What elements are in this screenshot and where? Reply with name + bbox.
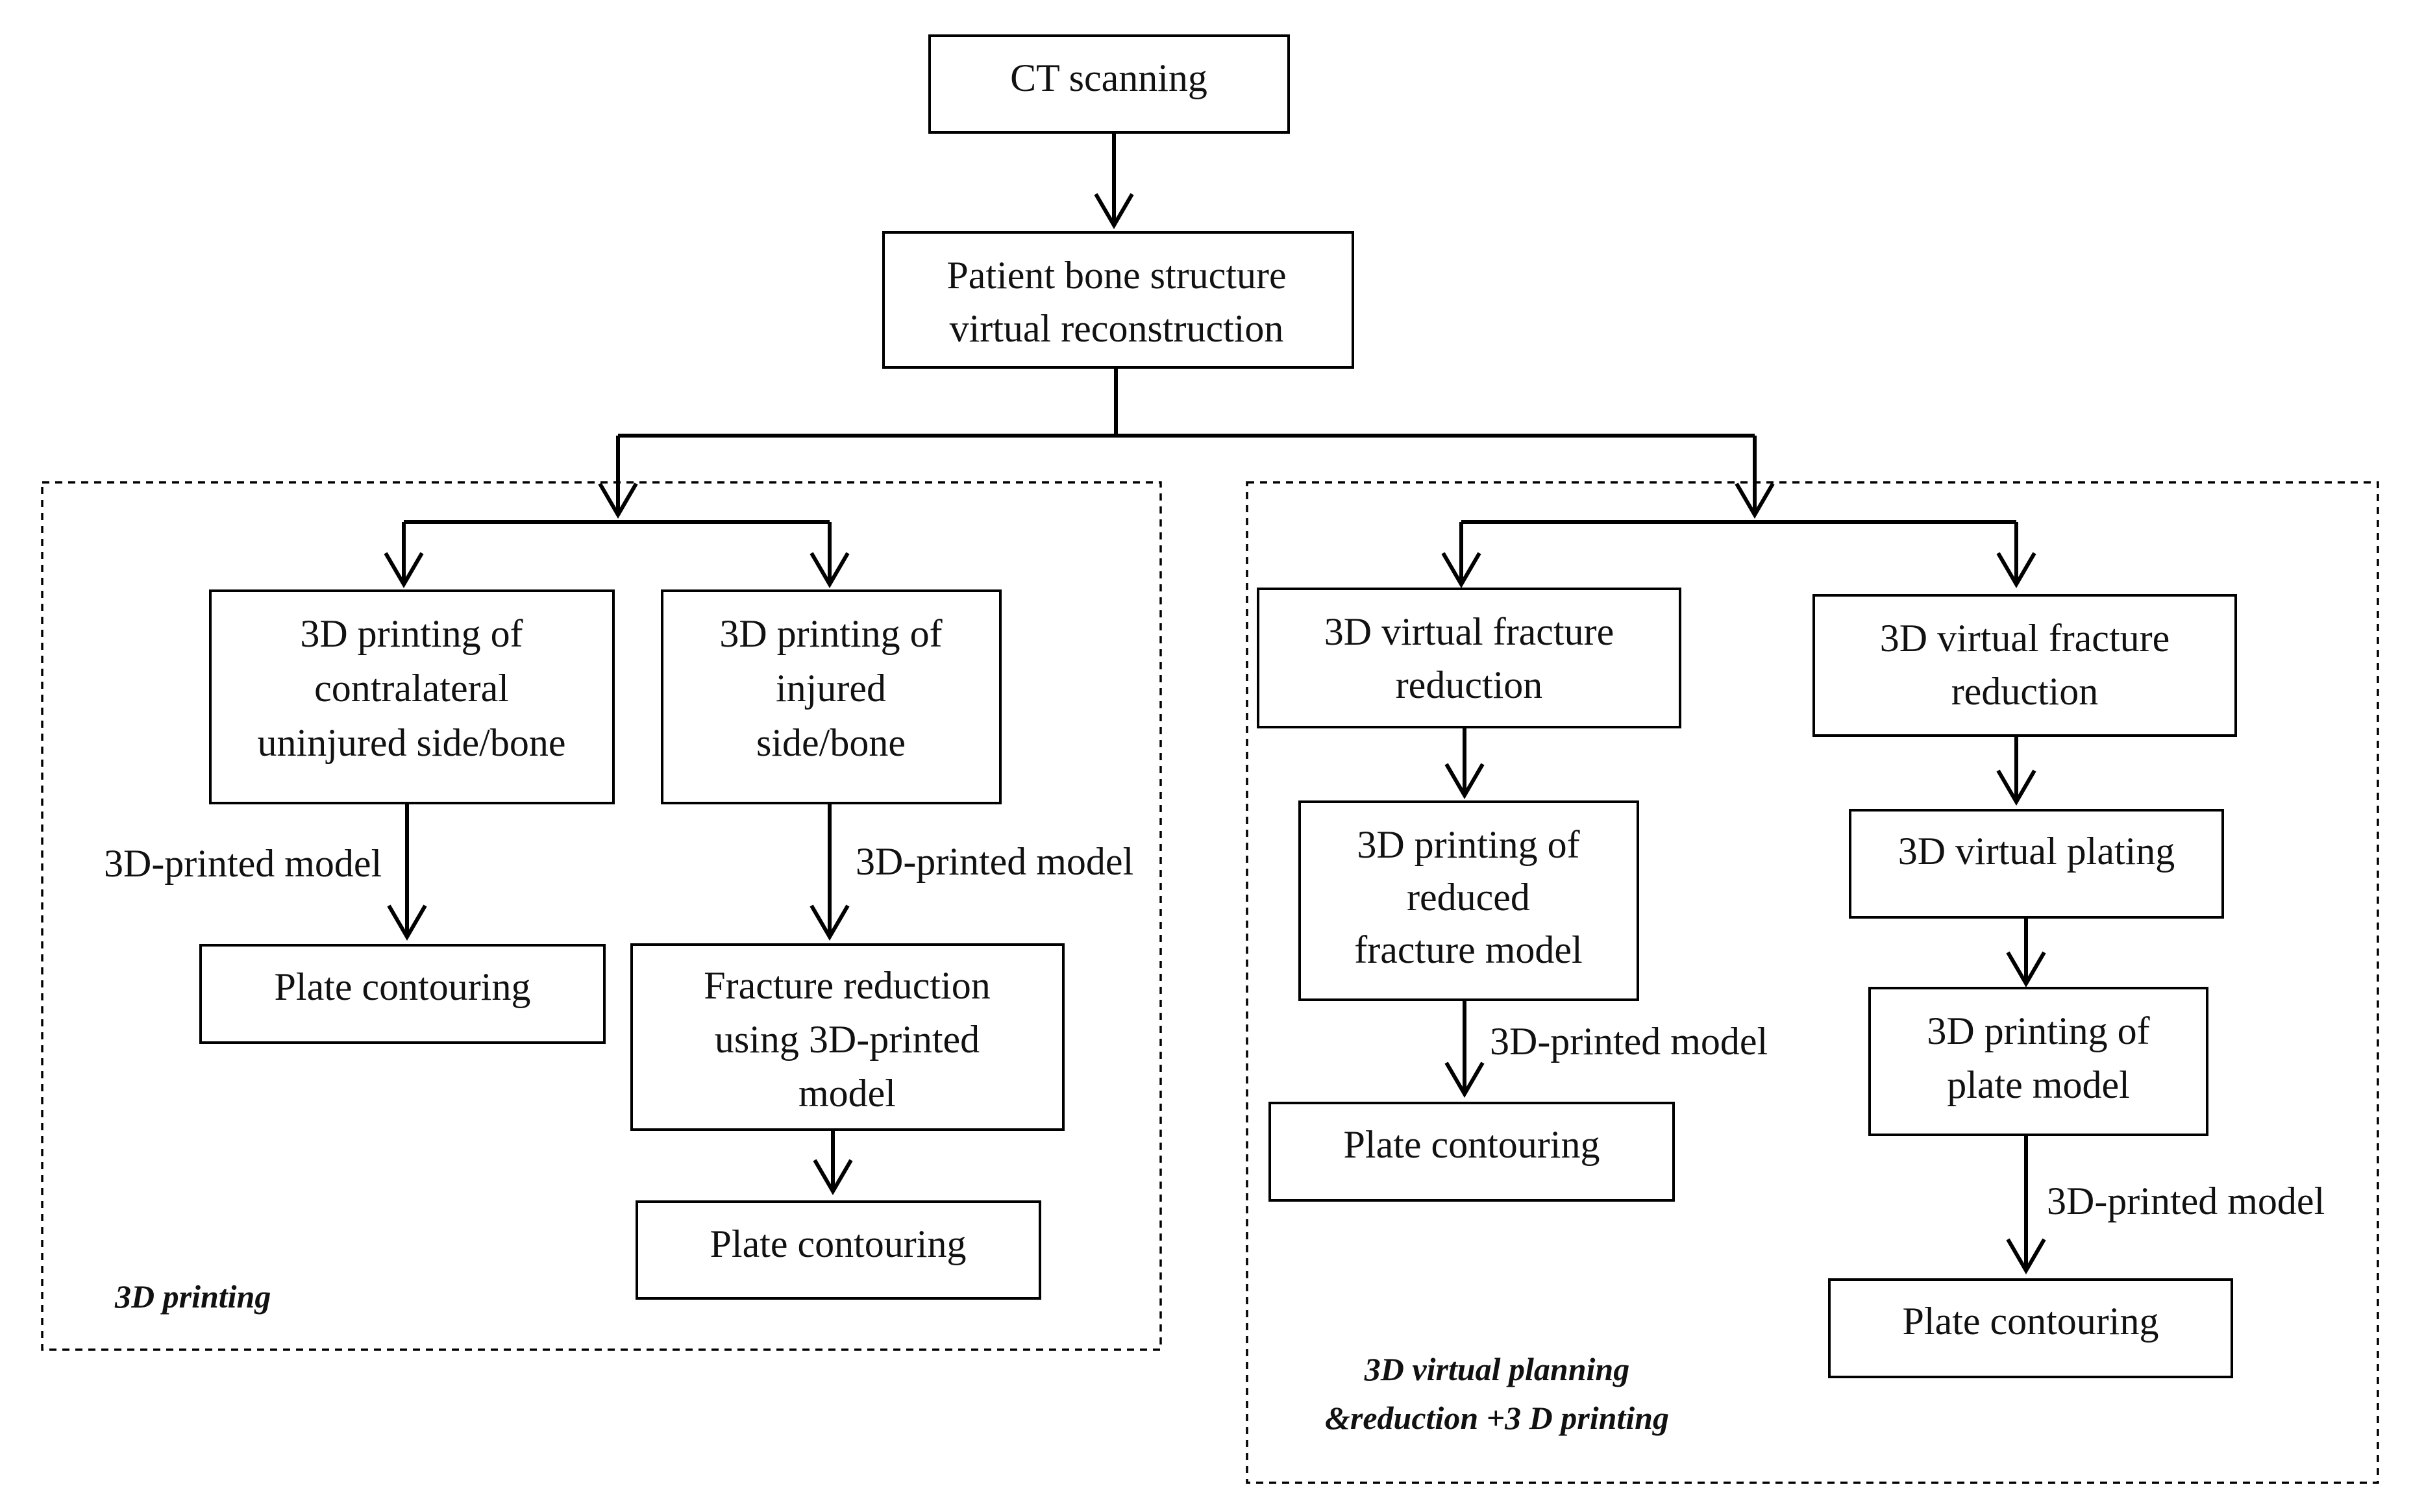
group-label-virtual-planning-line2: &reduction +3 D printing <box>1325 1400 1669 1436</box>
svg-text:3D printing of: 3D printing of <box>1357 823 1579 866</box>
node-virtual-plating: 3D virtual plating <box>1849 809 2224 919</box>
node-print-reduced-model: 3D printing of reduced fracture model <box>1298 800 1639 1001</box>
node-ct-scanning: CT scanning <box>928 34 1290 134</box>
svg-text:reduction: reduction <box>1396 663 1543 706</box>
connectors <box>402 132 2028 1269</box>
svg-text:using 3D-printed: using 3D-printed <box>715 1018 980 1061</box>
node-virtual-reduction-a: 3D virtual fracture reduction <box>1257 588 1681 728</box>
svg-text:contralateral: contralateral <box>314 667 509 710</box>
group-label-virtual-planning: 3D virtual planning <box>1364 1351 1629 1387</box>
svg-text:reduced: reduced <box>1407 876 1530 919</box>
group-virtual-planning <box>1246 481 2379 1484</box>
edge-label-contralateral: 3D-printed model <box>104 842 382 885</box>
node-plate-contouring-2: Plate contouring <box>636 1200 1041 1300</box>
svg-text:CT scanning: CT scanning <box>1010 56 1207 99</box>
svg-text:3D printing of: 3D printing of <box>719 612 942 655</box>
svg-text:3D virtual fracture: 3D virtual fracture <box>1324 610 1614 653</box>
svg-text:3D virtual plating: 3D virtual plating <box>1898 830 2175 873</box>
svg-text:side/bone: side/bone <box>756 721 906 764</box>
group-3d-printing <box>41 481 1162 1351</box>
node-print-injured: 3D printing of injured side/bone <box>661 589 1002 804</box>
svg-text:reduction: reduction <box>1951 670 2099 713</box>
edge-label-plate: 3D-printed model <box>2047 1180 2325 1222</box>
node-plate-contouring-4: Plate contouring <box>1828 1278 2233 1378</box>
node-virtual-reconstruction: Patient bone structure virtual reconstru… <box>882 231 1354 369</box>
edge-label-injured: 3D-printed model <box>856 840 1133 883</box>
svg-text:injured: injured <box>776 667 886 710</box>
svg-text:fracture model: fracture model <box>1354 928 1582 971</box>
svg-text:3D printing of: 3D printing of <box>300 612 523 655</box>
svg-text:virtual reconstruction: virtual reconstruction <box>950 307 1284 350</box>
node-print-plate-model: 3D printing of plate model <box>1868 987 2208 1136</box>
svg-text:model: model <box>798 1072 896 1115</box>
node-plate-contouring-1: Plate contouring <box>199 944 606 1044</box>
node-fracture-reduction: Fracture reduction using 3D-printed mode… <box>630 943 1065 1131</box>
svg-text:3D printing of: 3D printing of <box>1927 1010 2149 1052</box>
svg-text:plate model: plate model <box>1947 1063 2130 1106</box>
node-plate-contouring-3: Plate contouring <box>1268 1102 1675 1202</box>
node-virtual-reduction-b: 3D virtual fracture reduction <box>1812 594 2237 737</box>
svg-text:Plate contouring: Plate contouring <box>710 1222 967 1265</box>
svg-text:Plate contouring: Plate contouring <box>1344 1123 1600 1166</box>
svg-text:Fracture reduction: Fracture reduction <box>704 964 990 1007</box>
group-label-3d-printing: 3D printing <box>114 1278 271 1315</box>
svg-text:uninjured side/bone: uninjured side/bone <box>258 721 566 764</box>
svg-text:3D virtual fracture: 3D virtual fracture <box>1880 617 2170 660</box>
edge-label-reduced: 3D-printed model <box>1490 1020 1768 1063</box>
node-print-contralateral: 3D printing of contralateral uninjured s… <box>209 589 615 804</box>
svg-text:Patient bone structure: Patient bone structure <box>946 254 1286 297</box>
svg-text:Plate contouring: Plate contouring <box>1903 1300 2159 1343</box>
svg-text:Plate contouring: Plate contouring <box>275 965 531 1008</box>
arrowheads <box>384 193 2046 1274</box>
